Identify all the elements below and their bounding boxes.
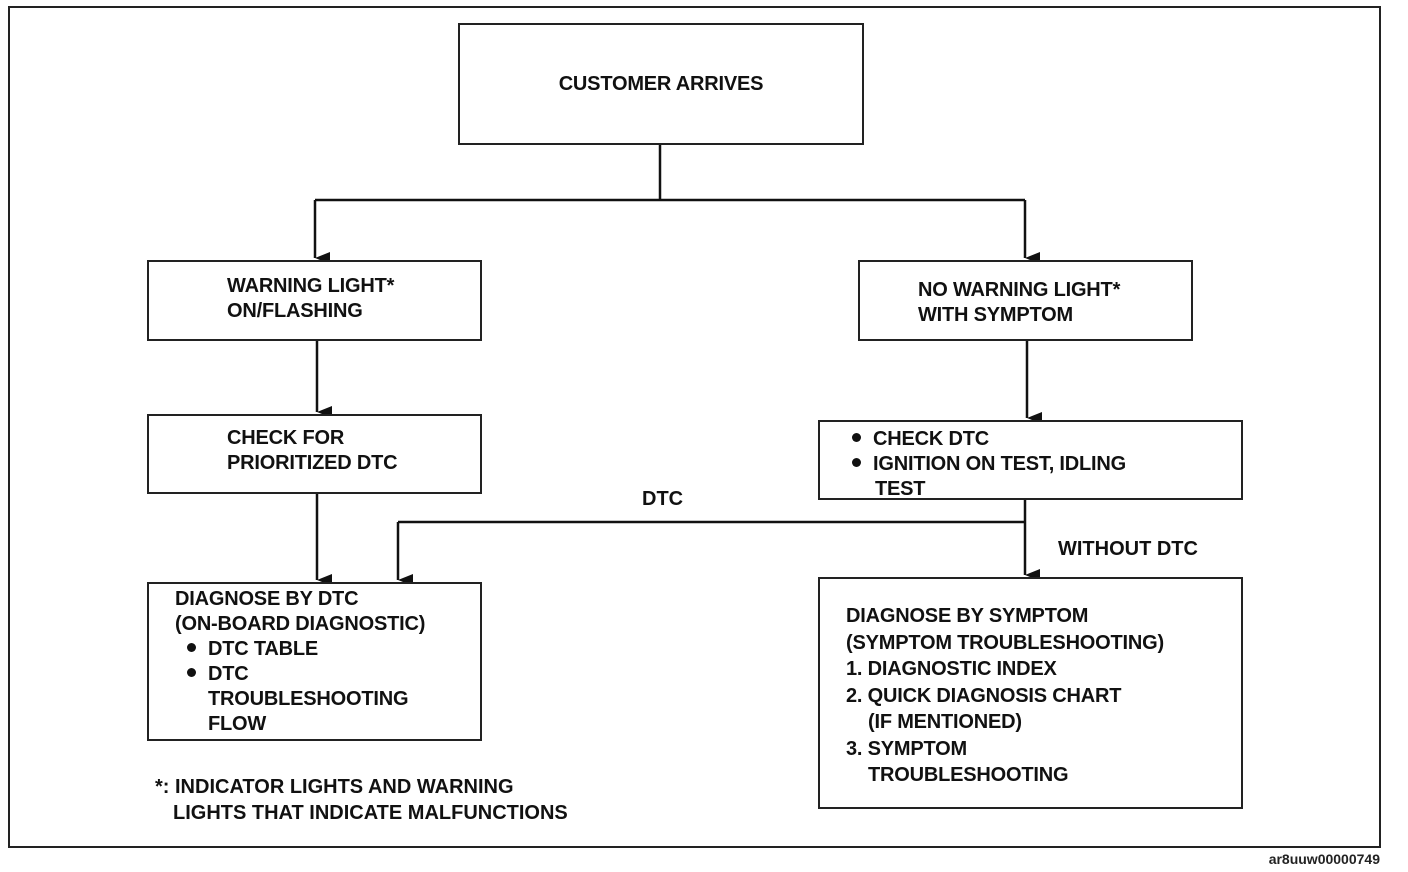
bullet-icon bbox=[852, 433, 861, 442]
check-prioritized-line-1: CHECK FOR bbox=[227, 427, 345, 449]
node-no-warning-light: NO WARNING LIGHT* WITH SYMPTOM bbox=[858, 260, 1193, 341]
diagnose-dtc-line-1: DIAGNOSE BY DTC bbox=[175, 588, 359, 610]
diagnose-dtc-line-2: (ON-BOARD DIAGNOSTIC) bbox=[175, 613, 426, 635]
diagram-frame bbox=[8, 6, 1381, 848]
node-diagnose-by-dtc: DIAGNOSE BY DTC (ON-BOARD DIAGNOSTIC) DT… bbox=[147, 582, 482, 741]
edge-label-dtc: DTC bbox=[642, 488, 684, 510]
diagnose-dtc-bullet-1: DTC TABLE bbox=[175, 637, 480, 662]
node-check-dtc: CHECK DTC IGNITION ON TEST, IDLING TEST bbox=[818, 420, 1243, 500]
check-dtc-continuation: TEST bbox=[875, 478, 926, 500]
check-dtc-bullet-2: IGNITION ON TEST, IDLING bbox=[852, 452, 1241, 477]
footnote-line-2: LIGHTS THAT INDICATE MALFUNCTIONS bbox=[173, 802, 568, 824]
edge-label-without-dtc: WITHOUT DTC bbox=[1058, 538, 1198, 560]
diagnose-symptom-item-2-cont: (IF MENTIONED) bbox=[868, 711, 1022, 733]
warning-light-line-2: ON/FLASHING bbox=[227, 300, 363, 322]
check-dtc-bullet-1: CHECK DTC bbox=[852, 427, 1241, 452]
node-customer-arrives-label: CUSTOMER ARRIVES bbox=[558, 72, 764, 95]
node-customer-arrives: CUSTOMER ARRIVES bbox=[458, 23, 864, 145]
diagnose-dtc-bullet-2-cont-1: TROUBLESHOOTING bbox=[208, 688, 409, 710]
bullet-icon bbox=[852, 458, 861, 467]
diagnose-symptom-item-3: 3. SYMPTOM bbox=[846, 737, 967, 760]
node-check-prioritized-dtc: CHECK FOR PRIORITIZED DTC bbox=[147, 414, 482, 494]
diagnose-symptom-item-1: 1. DIAGNOSTIC INDEX bbox=[846, 658, 1057, 680]
node-warning-light: WARNING LIGHT* ON/FLASHING bbox=[147, 260, 482, 341]
bullet-icon bbox=[187, 668, 196, 677]
diagnose-dtc-bullet-2-cont-2: FLOW bbox=[208, 713, 267, 735]
bullet-icon bbox=[187, 643, 196, 652]
check-prioritized-line-2: PRIORITIZED DTC bbox=[227, 452, 398, 474]
node-diagnose-by-symptom: DIAGNOSE BY SYMPTOM (SYMPTOM TROUBLESHOO… bbox=[818, 577, 1243, 809]
diagnose-symptom-item-2: 2. QUICK DIAGNOSIS CHART bbox=[846, 684, 1122, 707]
no-warning-light-line-1: NO WARNING LIGHT* bbox=[918, 279, 1121, 301]
warning-light-line-1: WARNING LIGHT* bbox=[227, 275, 395, 297]
footnote-line-1: *: INDICATOR LIGHTS AND WARNING bbox=[155, 776, 514, 798]
diagnose-symptom-line-2: (SYMPTOM TROUBLESHOOTING) bbox=[846, 631, 1164, 654]
diagnose-symptom-line-1: DIAGNOSE BY SYMPTOM bbox=[846, 605, 1089, 627]
figure-reference-code: ar8uuw00000749 bbox=[1268, 851, 1380, 867]
footnote: *: INDICATOR LIGHTS AND WARNING LIGHTS T… bbox=[155, 774, 568, 826]
diagnose-dtc-bullet-2: DTC bbox=[175, 662, 480, 687]
no-warning-light-line-2: WITH SYMPTOM bbox=[918, 304, 1074, 326]
diagnose-symptom-item-3-cont: TROUBLESHOOTING bbox=[868, 764, 1069, 786]
